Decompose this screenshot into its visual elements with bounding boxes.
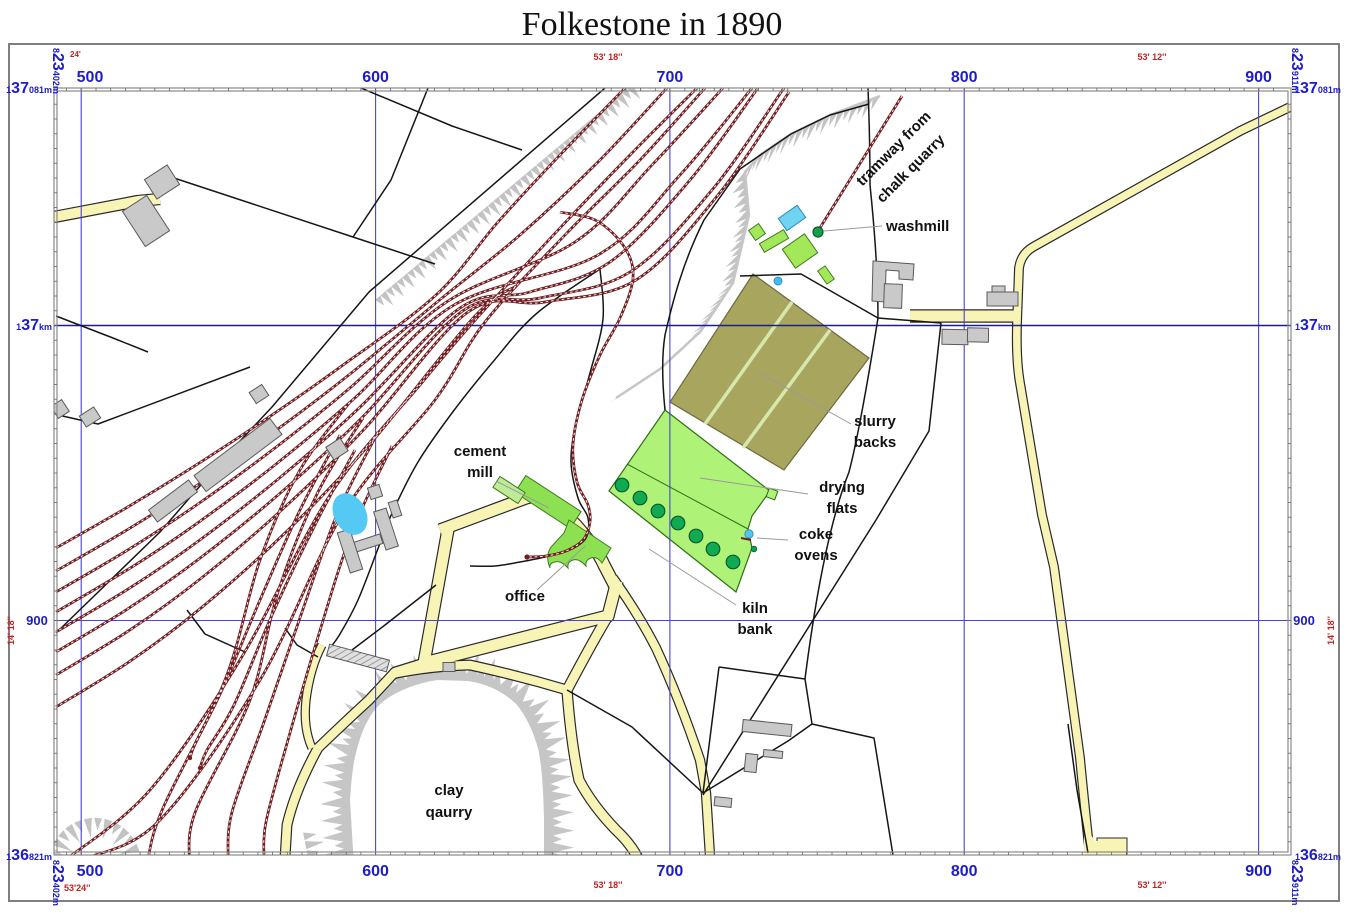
- svg-text:823402m: 823402m: [49, 48, 66, 94]
- svg-text:900: 900: [1245, 69, 1272, 86]
- svg-text:136821m: 136821m: [1295, 847, 1341, 864]
- svg-text:900: 900: [1245, 863, 1272, 880]
- svg-text:137km: 137km: [1295, 317, 1331, 334]
- svg-text:53' 12'': 53' 12'': [1138, 52, 1167, 62]
- svg-text:500: 500: [77, 863, 104, 880]
- svg-text:136821m: 136821m: [6, 847, 52, 864]
- svg-text:coke: coke: [799, 526, 833, 543]
- svg-text:823402m: 823402m: [49, 860, 66, 906]
- svg-text:500: 500: [77, 69, 104, 86]
- svg-text:kiln: kiln: [742, 600, 768, 617]
- svg-text:cement: cement: [454, 443, 507, 460]
- svg-text:700: 700: [657, 863, 684, 880]
- svg-text:700: 700: [657, 69, 684, 86]
- svg-text:800: 800: [951, 863, 978, 880]
- svg-text:washmill: washmill: [885, 218, 949, 235]
- svg-text:qaurry: qaurry: [426, 804, 473, 821]
- svg-text:800: 800: [951, 69, 978, 86]
- svg-text:53'24'': 53'24'': [64, 883, 90, 893]
- svg-text:53' 12'': 53' 12'': [1138, 880, 1167, 890]
- svg-text:600: 600: [362, 69, 389, 86]
- svg-text:900: 900: [26, 613, 48, 628]
- svg-text:slurry: slurry: [854, 413, 896, 430]
- svg-text:clay: clay: [434, 782, 464, 799]
- svg-text:53' 18'': 53' 18'': [594, 52, 623, 62]
- svg-text:24': 24': [70, 50, 81, 59]
- svg-text:mill: mill: [467, 464, 493, 481]
- svg-text:600: 600: [362, 863, 389, 880]
- svg-text:drying: drying: [819, 479, 865, 496]
- svg-text:137081m: 137081m: [1295, 80, 1341, 97]
- svg-text:14' 18'': 14' 18'': [1326, 616, 1336, 645]
- svg-text:137081m: 137081m: [6, 80, 52, 97]
- svg-text:137km: 137km: [16, 317, 52, 334]
- svg-text:office: office: [505, 588, 545, 605]
- svg-text:900: 900: [1293, 613, 1315, 628]
- svg-text:823911m: 823911m: [1288, 860, 1305, 905]
- svg-text:53' 18'': 53' 18'': [594, 880, 623, 890]
- svg-text:823911m: 823911m: [1288, 48, 1305, 93]
- svg-text:Folkestone in 1890: Folkestone in 1890: [522, 6, 783, 43]
- svg-text:flats: flats: [827, 500, 858, 517]
- svg-text:bank: bank: [737, 621, 773, 638]
- svg-text:ovens: ovens: [794, 547, 837, 564]
- svg-text:14' 18'': 14' 18'': [6, 616, 16, 645]
- svg-text:backs: backs: [854, 434, 897, 451]
